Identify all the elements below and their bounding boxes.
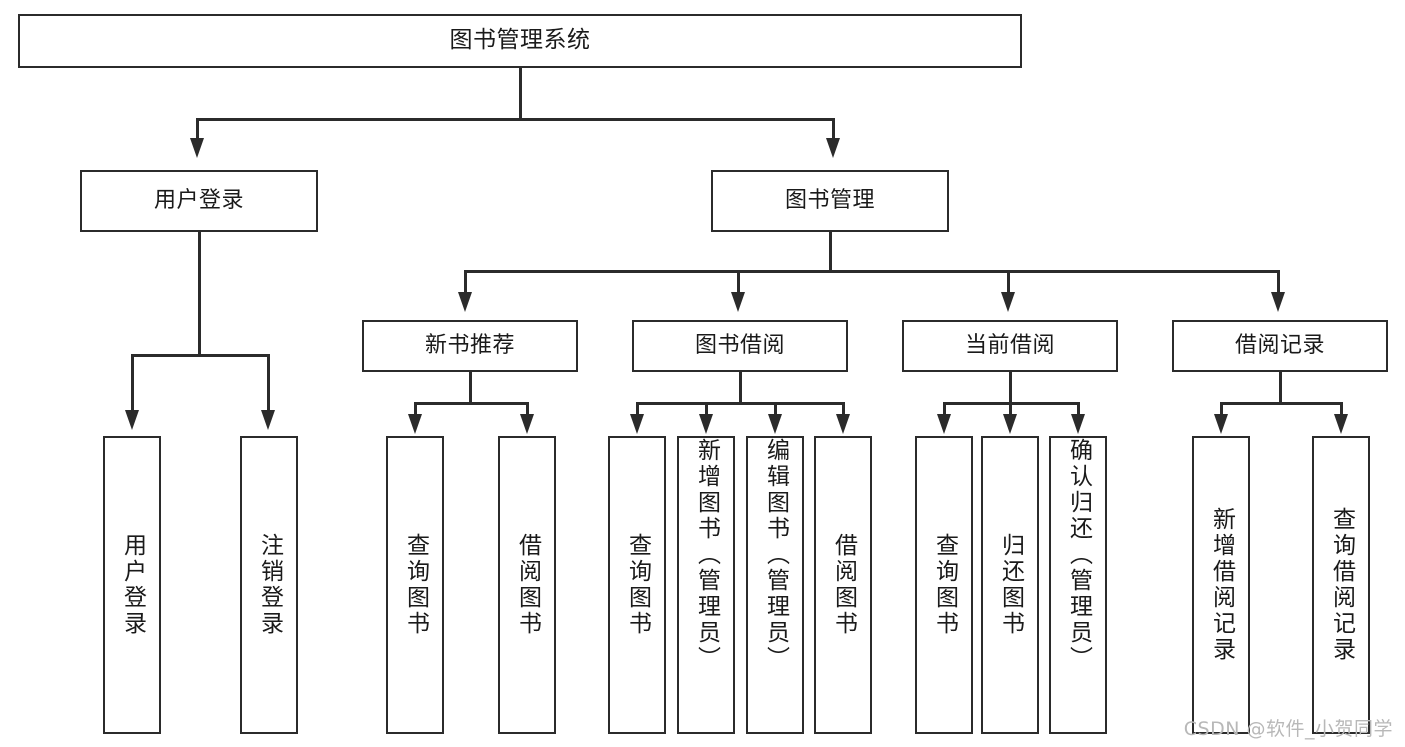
leaf-bb-add-book[interactable]: 新增图书（管理员） — [677, 436, 735, 734]
leaf-br-query-record[interactable]: 查询借阅记录 — [1312, 436, 1370, 734]
arrow-to-book-manage — [826, 138, 840, 158]
arrow-to-leaf-br-2 — [1334, 414, 1348, 434]
node-label: 编辑图书（管理员） — [762, 438, 789, 672]
leaf-bb-edit-book[interactable]: 编辑图书（管理员） — [746, 436, 804, 734]
connector-nbr-drop-2 — [526, 402, 529, 416]
node-label: 图书管理系统 — [449, 27, 591, 54]
node-label: 当前借阅 — [964, 333, 1055, 359]
arrow-to-leaf-cb-1 — [937, 414, 951, 434]
watermark-text: CSDN @软件_小贺同学 — [1183, 718, 1393, 740]
leaf-cb-confirm-return[interactable]: 确认归还（管理员） — [1049, 436, 1107, 734]
connector-level3-drop-1 — [464, 270, 467, 294]
arrow-to-leaf-bb-4 — [836, 414, 850, 434]
connector-root-stem — [519, 68, 522, 120]
connector-nbr-bus — [414, 402, 528, 405]
connector-cb-drop-2 — [1009, 402, 1012, 416]
connector-cb-drop-3 — [1077, 402, 1080, 416]
connector-level2-bus — [196, 118, 834, 121]
node-label: 新增图书（管理员） — [693, 438, 720, 672]
connector-nbr-stem — [469, 372, 472, 404]
connector-bb-drop-1 — [636, 402, 639, 416]
leaf-nbr-borrow-book[interactable]: 借阅图书 — [498, 436, 556, 734]
connector-user-login-drop-right — [267, 354, 270, 412]
arrow-to-leaf-nbr-1 — [408, 414, 422, 434]
node-label: 图书借阅 — [694, 333, 785, 359]
connector-level2-drop-right — [832, 118, 835, 140]
arrow-to-leaf-cb-2 — [1003, 414, 1017, 434]
connector-level3-drop-3 — [1007, 270, 1010, 294]
node-label: 借阅记录 — [1234, 333, 1325, 359]
connector-br-stem — [1279, 372, 1282, 404]
connector-level3-bus — [464, 270, 1280, 273]
connector-level3-drop-2 — [737, 270, 740, 294]
node-root-system[interactable]: 图书管理系统 — [18, 14, 1022, 68]
connector-level2-drop-left — [196, 118, 199, 140]
arrow-to-borrow-record — [1271, 292, 1285, 312]
connector-bb-drop-2 — [705, 402, 708, 416]
connector-nbr-drop-1 — [414, 402, 417, 416]
node-label: 新书推荐 — [424, 333, 515, 359]
leaf-nbr-query-book[interactable]: 查询图书 — [386, 436, 444, 734]
node-book-borrow[interactable]: 图书借阅 — [632, 320, 848, 372]
node-label: 用户登录 — [153, 188, 244, 214]
arrow-to-leaf-user-login — [125, 410, 139, 430]
connector-cb-stem — [1009, 372, 1012, 404]
leaf-br-add-record[interactable]: 新增借阅记录 — [1192, 436, 1250, 734]
node-label: 查询借阅记录 — [1328, 507, 1355, 663]
arrow-to-new-book-recommend — [458, 292, 472, 312]
connector-user-login-stem — [198, 232, 201, 356]
leaf-logout[interactable]: 注销登录 — [240, 436, 298, 734]
arrow-to-leaf-bb-1 — [630, 414, 644, 434]
connector-bb-drop-3 — [774, 402, 777, 416]
node-label: 归还图书 — [997, 533, 1024, 637]
leaf-cb-query-book[interactable]: 查询图书 — [915, 436, 973, 734]
node-label: 查询图书 — [402, 533, 429, 637]
node-label: 借阅图书 — [514, 533, 541, 637]
leaf-bb-query-book[interactable]: 查询图书 — [608, 436, 666, 734]
connector-bb-drop-4 — [842, 402, 845, 416]
connector-br-drop-2 — [1340, 402, 1343, 416]
arrow-to-leaf-logout — [261, 410, 275, 430]
node-label: 用户登录 — [119, 533, 146, 637]
arrow-to-leaf-nbr-2 — [520, 414, 534, 434]
node-borrow-record[interactable]: 借阅记录 — [1172, 320, 1388, 372]
node-user-login[interactable]: 用户登录 — [80, 170, 318, 232]
arrow-to-leaf-bb-2 — [699, 414, 713, 434]
connector-br-drop-1 — [1220, 402, 1223, 416]
node-current-borrow[interactable]: 当前借阅 — [902, 320, 1118, 372]
arrow-to-leaf-br-1 — [1214, 414, 1228, 434]
connector-cb-drop-1 — [943, 402, 946, 416]
arrow-to-book-borrow — [731, 292, 745, 312]
node-label: 图书管理 — [784, 188, 875, 214]
connector-br-bus — [1220, 402, 1342, 405]
connector-user-login-drop-left — [131, 354, 134, 412]
arrow-to-leaf-bb-3 — [768, 414, 782, 434]
connector-level3-drop-4 — [1277, 270, 1280, 294]
leaf-user-login[interactable]: 用户登录 — [103, 436, 161, 734]
connector-user-login-bus — [131, 354, 269, 357]
arrow-to-leaf-cb-3 — [1071, 414, 1085, 434]
connector-bb-stem — [739, 372, 742, 404]
arrow-to-user-login — [190, 138, 204, 158]
leaf-bb-borrow-book[interactable]: 借阅图书 — [814, 436, 872, 734]
node-label: 借阅图书 — [830, 533, 857, 637]
node-label: 查询图书 — [624, 533, 651, 637]
connector-bb-bus — [636, 402, 844, 405]
node-label: 新增借阅记录 — [1208, 507, 1235, 663]
node-label: 注销登录 — [256, 533, 283, 637]
node-label: 查询图书 — [931, 533, 958, 637]
node-label: 确认归还（管理员） — [1065, 438, 1092, 672]
node-new-book-recommend[interactable]: 新书推荐 — [362, 320, 578, 372]
node-book-management[interactable]: 图书管理 — [711, 170, 949, 232]
arrow-to-current-borrow — [1001, 292, 1015, 312]
connector-book-manage-stem — [829, 232, 832, 272]
leaf-cb-return-book[interactable]: 归还图书 — [981, 436, 1039, 734]
